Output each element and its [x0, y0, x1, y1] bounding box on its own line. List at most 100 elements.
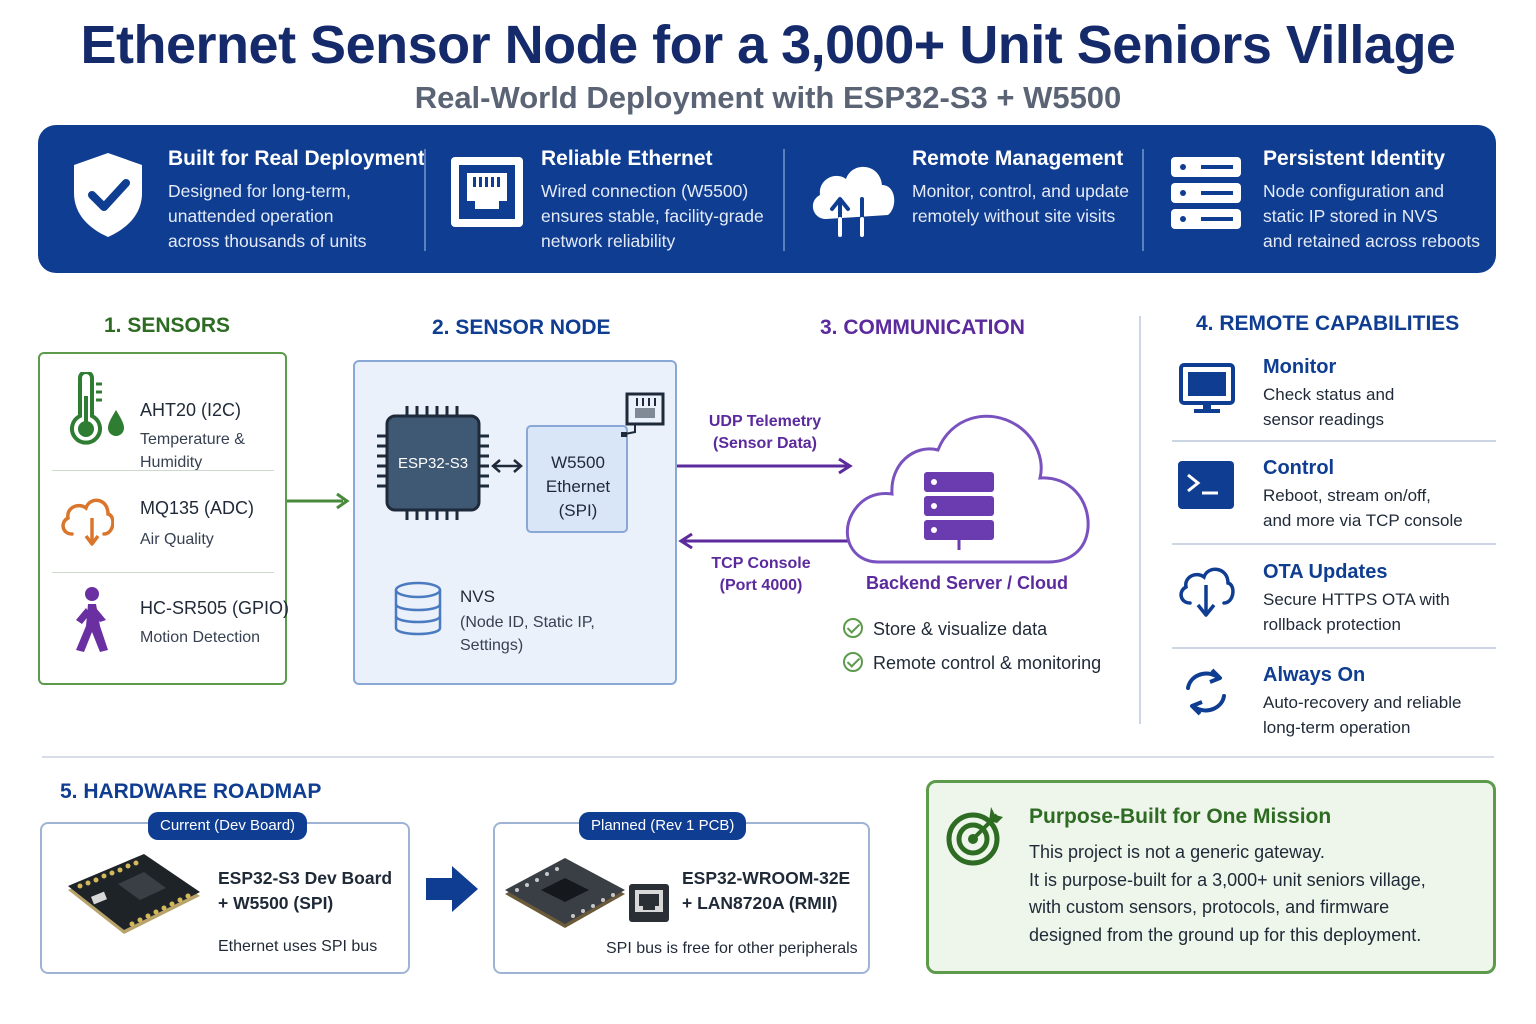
- section-heading-remote-capabilities: 4. REMOTE CAPABILITIES: [1196, 312, 1460, 335]
- roadmap-note: SPI bus is free for other peripherals: [606, 940, 858, 957]
- shield-check-icon: [74, 153, 142, 237]
- terminal-icon: [1178, 461, 1234, 509]
- roadmap-pill: Planned (Rev 1 PCB): [579, 812, 747, 840]
- roadmap-note: Ethernet uses SPI bus: [218, 938, 378, 955]
- feature-desc: Designed for long-term, unattended opera…: [168, 181, 367, 251]
- sensor-node-panel: ESP32-S3 W5500 Ethernet (SPI) NVS (Node …: [353, 360, 677, 685]
- feature-desc: Node configuration and static IP stored …: [1263, 181, 1480, 251]
- section-heading-sensors: 1. SENSORS: [104, 314, 231, 337]
- check-item-label: Store & visualize data: [873, 619, 1048, 639]
- w5500-label: W5500 Ethernet (SPI): [545, 453, 611, 520]
- database-icon: [394, 581, 442, 636]
- server-stack-icon: [1171, 157, 1241, 229]
- feature-desc: Wired connection (W5500) ensures stable,…: [541, 181, 764, 251]
- banner-divider: [1142, 149, 1144, 251]
- sensor-desc: Temperature & Humidity: [140, 431, 245, 471]
- sensor-name: HC-SR505 (GPIO): [140, 598, 290, 618]
- capability-desc: Secure HTTPS OTA with rollback protectio…: [1263, 590, 1450, 634]
- banner-divider: [424, 149, 426, 251]
- capability-divider: [1172, 543, 1496, 545]
- capability-divider: [1172, 440, 1496, 442]
- feature-banner: Built for Real Deployment Designed for l…: [38, 125, 1496, 273]
- capability-title: Control: [1263, 457, 1335, 479]
- feature-title: Remote Management: [912, 147, 1124, 170]
- feature-title: Reliable Ethernet: [541, 147, 713, 170]
- sensor-divider: [52, 572, 274, 573]
- feature-remote-management: Remote Management Monitor, control, and …: [782, 143, 1142, 255]
- esp32-chip: [377, 406, 489, 520]
- sensors-to-node-arrow: [287, 492, 350, 510]
- ethernet-port-icon: [451, 157, 523, 227]
- roadmap-title: ESP32-S3 Dev Board + W5500 (SPI): [218, 868, 393, 913]
- feature-deployment: Built for Real Deployment Designed for l…: [38, 143, 425, 255]
- udp-arrow: [677, 457, 853, 475]
- feature-title: Built for Real Deployment: [168, 147, 425, 170]
- sensor-hc-sr505: HC-SR505 (GPIO) Motion Detection: [40, 584, 289, 674]
- sensor-aht20: AHT20 (I2C) Temperature & Humidity: [40, 372, 285, 472]
- capability-divider: [1172, 647, 1496, 649]
- capability-title: Always On: [1263, 664, 1366, 686]
- mission-text: This project is not a generic gateway. I…: [1029, 842, 1426, 945]
- sensor-mq135: MQ135 (ADC) Air Quality: [40, 484, 285, 574]
- sensor-name: AHT20 (I2C): [140, 400, 242, 420]
- ethernet-jack-icon: [621, 392, 665, 437]
- cloud-sync-icon: [812, 166, 895, 237]
- capability-always-on: Always On Auto-recovery and reliable lon…: [1172, 664, 1496, 744]
- check-circle-icon: [843, 618, 863, 638]
- thermometer-droplet-icon: [70, 372, 124, 445]
- cloud-download-icon: [1179, 567, 1235, 617]
- refresh-cycle-icon: [1186, 668, 1226, 716]
- cloud-server-icon: [845, 414, 1090, 564]
- capability-title: Monitor: [1263, 356, 1337, 378]
- check-item: Remote control & monitoring: [843, 652, 1101, 674]
- sensor-desc: Motion Detection: [140, 629, 261, 646]
- capability-desc: Check status and sensor readings: [1263, 385, 1395, 429]
- mission-title: Purpose-Built for One Mission: [1029, 805, 1332, 828]
- sensor-name: MQ135 (ADC): [140, 498, 255, 518]
- tcp-console-label: TCP Console (Port 4000): [711, 555, 811, 594]
- esp32-label: ESP32-S3: [398, 455, 469, 472]
- section-heading-sensor-node: 2. SENSOR NODE: [432, 316, 611, 339]
- walking-person-icon: [76, 587, 108, 652]
- banner-divider: [783, 149, 785, 251]
- feature-ethernet: Reliable Ethernet Wired connection (W550…: [411, 143, 771, 255]
- sensor-desc: Air Quality: [140, 531, 214, 548]
- section-divider: [42, 756, 1494, 758]
- roadmap-pill: Current (Dev Board): [148, 812, 308, 840]
- tcp-arrow: [678, 532, 850, 550]
- check-item-label: Remote control & monitoring: [873, 653, 1102, 673]
- check-item: Store & visualize data: [843, 618, 1047, 640]
- roadmap-arrow-icon: [426, 866, 478, 912]
- page-title: Ethernet Sensor Node for a 3,000+ Unit S…: [80, 15, 1456, 75]
- udp-telemetry-label: UDP Telemetry (Sensor Data): [708, 413, 822, 452]
- capability-ota: OTA Updates Secure HTTPS OTA with rollba…: [1172, 561, 1496, 641]
- sensor-divider: [52, 470, 274, 471]
- target-icon: [946, 807, 1003, 866]
- capability-monitor: Monitor Check status and sensor readings: [1172, 356, 1496, 436]
- roadmap-planned: Planned (Rev 1 PCB) ESP32-WROOM-32E + LA…: [493, 812, 870, 974]
- cloud-air-icon: [61, 498, 114, 546]
- section-heading-hardware-roadmap: 5. HARDWARE ROADMAP: [60, 780, 322, 803]
- backend-server-label: Backend Server / Cloud: [865, 573, 1069, 593]
- capability-desc: Reboot, stream on/off, and more via TCP …: [1263, 486, 1463, 530]
- roadmap-title: ESP32-WROOM-32E + LAN8720A (RMII): [682, 868, 851, 913]
- feature-persistent-identity: Persistent Identity Node configuration a…: [1133, 143, 1496, 255]
- feature-title: Persistent Identity: [1263, 147, 1446, 170]
- w5500-module: W5500 Ethernet (SPI): [526, 425, 628, 533]
- monitor-icon: [1179, 363, 1235, 413]
- dev-board-image: [68, 854, 200, 934]
- capability-desc: Auto-recovery and reliable long-term ope…: [1263, 693, 1462, 737]
- check-circle-icon: [843, 652, 863, 672]
- mission-panel: Purpose-Built for One Mission This proje…: [926, 780, 1496, 974]
- capability-title: OTA Updates: [1263, 561, 1388, 583]
- feature-desc: Monitor, control, and update remotely wi…: [912, 181, 1129, 226]
- capability-control: Control Reboot, stream on/off, and more …: [1172, 457, 1496, 537]
- pcb-module-image: [505, 858, 625, 928]
- section-heading-communication: 3. COMMUNICATION: [820, 316, 1025, 339]
- sensors-panel: AHT20 (I2C) Temperature & Humidity MQ135…: [38, 352, 289, 685]
- ethernet-jack-icon: [629, 884, 669, 922]
- nvs-title: NVS: [460, 587, 495, 606]
- page-subtitle: Real-World Deployment with ESP32-S3 + W5…: [414, 80, 1122, 115]
- column-divider: [1139, 316, 1141, 724]
- roadmap-current: Current (Dev Board) ESP32-S3 Dev Board +…: [40, 812, 410, 974]
